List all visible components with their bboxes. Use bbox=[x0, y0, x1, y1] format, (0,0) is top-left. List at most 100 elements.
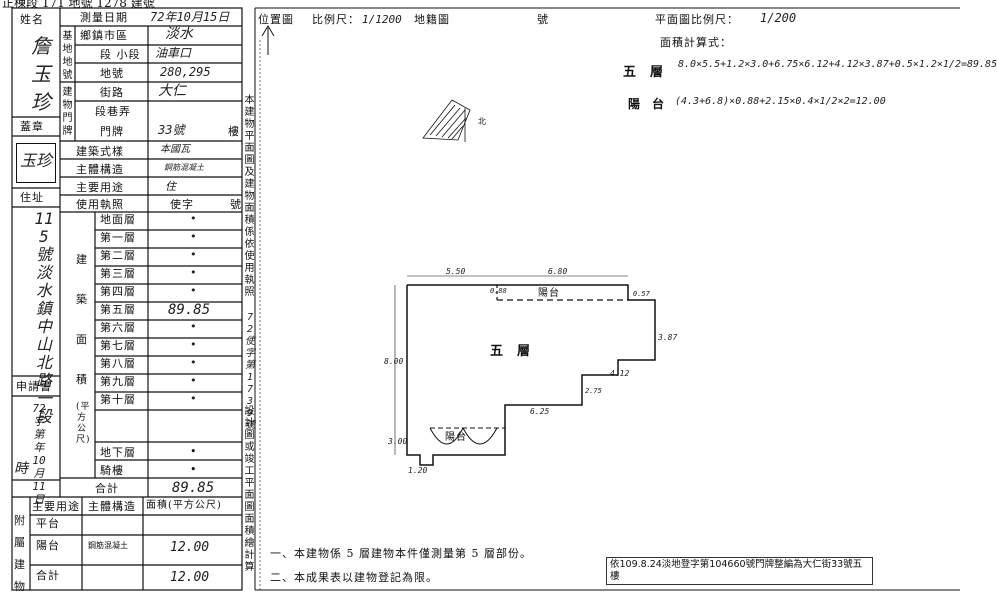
door-label: 門牌 bbox=[100, 125, 124, 138]
floor-row-label: 第八層 bbox=[100, 357, 136, 370]
basement-value: • bbox=[190, 445, 197, 458]
license-value: 使字 bbox=[170, 198, 194, 211]
land-section-label: 段 小段 bbox=[100, 48, 141, 61]
floor-row-label: 第十層 bbox=[100, 393, 136, 406]
street-label: 街路 bbox=[100, 86, 124, 99]
floor-row-value: • bbox=[190, 320, 197, 333]
dim-bottom: 1.20 bbox=[408, 466, 428, 475]
floor-plan-outline bbox=[406, 284, 656, 466]
header-text: 正棟段 171 地號 1278 建號 bbox=[2, 0, 155, 10]
annex-row-use: 平台 bbox=[36, 517, 60, 530]
balcony-plan-label-bottom: 陽台 bbox=[445, 432, 467, 443]
street-value: 大仁 bbox=[158, 83, 186, 99]
area-unit: (平方公尺) bbox=[76, 402, 91, 445]
floor-row-value: • bbox=[190, 212, 197, 225]
location-label: 位置圖 bbox=[258, 13, 294, 26]
arcade-value: • bbox=[190, 463, 197, 476]
dim-step2: 6.25 bbox=[530, 407, 550, 416]
plan-scale-value: 1/200 bbox=[760, 11, 797, 25]
annex-row-struct: 鋼筋混凝土 bbox=[88, 541, 128, 550]
floor-row-label: 第一層 bbox=[100, 231, 136, 244]
cadastral-label: 地籍圖 bbox=[414, 13, 450, 26]
number-label: 號 bbox=[537, 13, 549, 26]
floor-row-value: • bbox=[190, 392, 197, 405]
annex-row-value: 12.00 bbox=[170, 570, 210, 585]
door-group-label: 建物門牌 bbox=[62, 87, 74, 137]
floor-row-value: • bbox=[190, 338, 197, 351]
floor-row-value: 89.85 bbox=[168, 302, 211, 318]
floor-row-label: 第六層 bbox=[100, 321, 136, 334]
license-no: 72 使字第 1739 號 bbox=[245, 312, 255, 431]
annex-row-value: 12.00 bbox=[170, 540, 210, 555]
style-label: 建築式樣 bbox=[76, 145, 124, 158]
license-suffix: 號 bbox=[230, 198, 242, 211]
scale-label: 比例尺： bbox=[312, 13, 360, 26]
dim-step1: 4.12 bbox=[610, 369, 630, 378]
balcony-plan-label: 陽台 bbox=[538, 288, 560, 299]
floor-row-value: • bbox=[190, 230, 197, 243]
dim-bottom-left: 3.00 bbox=[388, 437, 408, 446]
annex-use-label: 主要用途 bbox=[32, 500, 80, 513]
floor-row-value: • bbox=[190, 284, 197, 297]
plan-scale-label: 平面圖比例尺： bbox=[655, 13, 739, 26]
use-label: 主要用途 bbox=[76, 181, 124, 194]
note-1: 一、本建物係 5 層建物本件僅測量第 5 層部份。 bbox=[270, 547, 532, 560]
renumber-stamp: 依109.8.24淡地登字第104660號門牌整編為大仁街33號五樓 bbox=[606, 557, 873, 585]
floor-suffix: 樓 bbox=[228, 125, 240, 138]
annex-struct-label: 主體構造 bbox=[88, 500, 136, 513]
land-no-label: 地號 bbox=[100, 67, 124, 80]
area-group-label: 建築面積 bbox=[76, 253, 88, 386]
scale-value: 1/1200 bbox=[362, 13, 402, 26]
dim-right-top: 3.87 bbox=[658, 333, 678, 342]
applicant-value: 72字第 年 10月 11日 bbox=[32, 402, 46, 506]
use-value: 住 bbox=[165, 180, 176, 193]
north-label: 北 bbox=[478, 117, 486, 126]
total-label: 合計 bbox=[95, 482, 119, 495]
address-value: 115號淡水鎮中山北路一段 bbox=[34, 209, 54, 426]
structure-value: 鋼筋混凝土 bbox=[164, 163, 204, 172]
seal-label: 蓋章 bbox=[20, 120, 44, 133]
owner-value: 詹玉珍 bbox=[31, 34, 51, 114]
dim-step1-v: 2.75 bbox=[585, 387, 602, 395]
land-no-value: 280,295 bbox=[160, 65, 211, 79]
alley-label: 段巷弄 bbox=[95, 105, 131, 118]
plan-title: 五層 bbox=[490, 344, 545, 359]
dim-corner2: 0.88 bbox=[490, 287, 507, 295]
annex-label: 附屬建物 bbox=[14, 514, 26, 593]
floor-row-value: • bbox=[190, 356, 197, 369]
balcony-formula: (4.3+6.8)×0.88+2.15×0.4×1/2×2=12.00 bbox=[675, 96, 886, 107]
annex-area-label: 面積(平方公尺) bbox=[146, 500, 222, 511]
owner-label: 姓名 bbox=[20, 13, 44, 26]
structure-label: 主體構造 bbox=[76, 163, 124, 176]
location-sketch-icon bbox=[422, 99, 471, 142]
floor-row-label: 第五層 bbox=[100, 303, 136, 316]
arcade-label: 騎樓 bbox=[100, 464, 124, 477]
annex-row-use: 陽台 bbox=[36, 539, 60, 552]
note-2: 二、本成果表以建物登記為限。 bbox=[270, 571, 438, 584]
table-grid bbox=[11, 7, 960, 591]
seal-stamp: 玉珍 bbox=[16, 143, 56, 183]
floor-row-label: 地面層 bbox=[100, 213, 136, 226]
dim-top-left: 5.50 bbox=[446, 267, 466, 276]
land-group-label: 基地地號 bbox=[62, 31, 74, 81]
style-value: 本國瓦 bbox=[160, 144, 190, 155]
survey-date-value: 72年10月15日 bbox=[150, 10, 230, 24]
vertical-note: 本建物平面圖及建物面積係依使用執照 bbox=[244, 95, 256, 298]
floor-row-value: • bbox=[190, 266, 197, 279]
land-district-label: 鄉鎮市區 bbox=[80, 29, 128, 42]
dim-corner: 0.57 bbox=[633, 290, 650, 298]
applicant-extra: 時 bbox=[14, 461, 28, 477]
calc-label: 面積計算式： bbox=[660, 36, 732, 49]
north-arrow-icon bbox=[261, 25, 275, 55]
floor-row-label: 第二層 bbox=[100, 249, 136, 262]
floor-row-label: 第三層 bbox=[100, 267, 136, 280]
floor-row-label: 第四層 bbox=[100, 285, 136, 298]
land-district-value: 淡水 bbox=[165, 26, 193, 42]
balcony-arcs bbox=[429, 427, 505, 445]
floor-row-value: • bbox=[190, 374, 197, 387]
basement-label: 地下層 bbox=[100, 446, 136, 459]
applicant-label: 申請書 bbox=[16, 380, 52, 393]
survey-date-label: 測量日期 bbox=[80, 11, 128, 24]
dim-top-right: 6.80 bbox=[548, 267, 568, 276]
address-label: 住址 bbox=[20, 191, 44, 204]
